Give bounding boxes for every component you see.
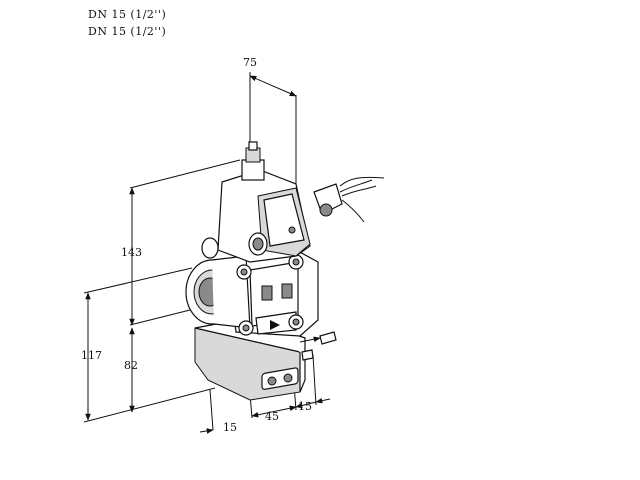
dimension-15-right: 15 — [298, 400, 312, 413]
dimension-75: 75 — [243, 56, 257, 69]
dimension-143: 143 — [121, 246, 142, 259]
header-line-1: DN 15 (1/2'') — [88, 8, 167, 21]
dimension-45: 45 — [265, 410, 279, 423]
valve-body — [185, 141, 385, 401]
dimension-lines — [83, 72, 331, 434]
dimension-117: 117 — [81, 349, 102, 362]
dimension-82: 82 — [124, 359, 138, 372]
dimension-15-left: 15 — [223, 421, 237, 434]
header-line-2: DN 15 (1/2'') — [88, 25, 167, 38]
